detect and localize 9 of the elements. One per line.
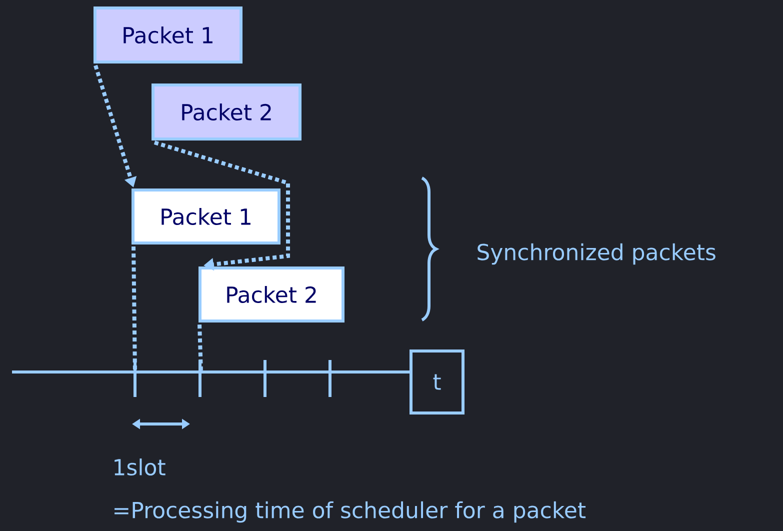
packet-box: Packet 1 <box>132 188 280 244</box>
packet-box: Packet 2 <box>152 84 302 140</box>
time-box: t <box>410 350 464 414</box>
packet-box: Packet 1 <box>94 6 242 64</box>
packet-box: Packet 2 <box>198 266 344 322</box>
label-text: =Processing time of scheduler for a packet <box>114 501 586 523</box>
label-text: 1slot <box>114 458 166 476</box>
label-text: Synchronized packets <box>478 243 716 265</box>
arrow <box>154 140 290 271</box>
